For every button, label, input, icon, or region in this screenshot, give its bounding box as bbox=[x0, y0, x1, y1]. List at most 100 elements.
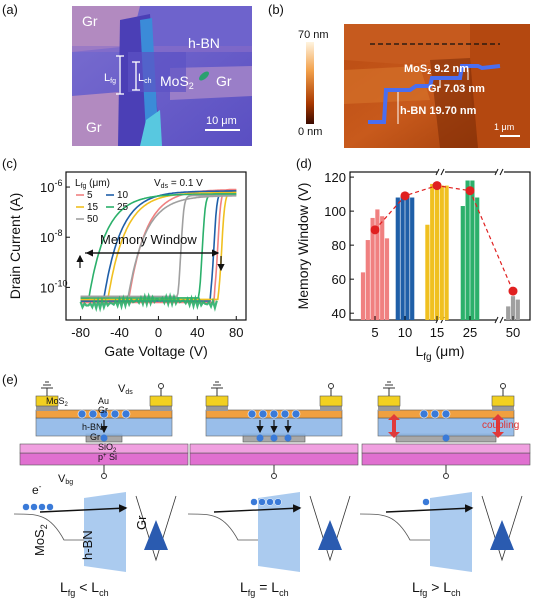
band-electron-icon bbox=[274, 498, 282, 506]
a-gr-top-left: Gr bbox=[82, 13, 98, 29]
vbg-terminal-icon bbox=[101, 473, 107, 479]
hbn-barrier bbox=[430, 492, 472, 572]
device-schematics bbox=[19, 381, 531, 479]
graphene-cone bbox=[135, 495, 177, 562]
d-bar-5-2 bbox=[365, 240, 370, 320]
e-condition-3: Lfg > Lch bbox=[412, 579, 461, 598]
c-x-tick-label: -40 bbox=[110, 325, 129, 340]
p-si-substrate bbox=[189, 452, 359, 466]
d-x-tick-label: 50 bbox=[506, 325, 520, 340]
d-bar-5-5 bbox=[380, 216, 385, 320]
c-legend-label-50: 50 bbox=[87, 214, 99, 225]
panel-e-label: (e) bbox=[2, 372, 18, 387]
mos2-band-edge bbox=[13, 513, 84, 541]
d-bar-5-4 bbox=[375, 209, 380, 320]
memory-window-label: Memory Window bbox=[100, 232, 197, 247]
sio2-layer bbox=[189, 443, 359, 454]
mos2-band-edge bbox=[187, 513, 258, 541]
contact-au-right bbox=[319, 395, 343, 407]
d-bar-50-3 bbox=[515, 299, 520, 320]
c-legend-label-15: 15 bbox=[87, 202, 99, 213]
band-electron-icon bbox=[22, 503, 30, 511]
d-x-axis-label: Lfg (μm) bbox=[415, 343, 464, 363]
e-vbg-label: Vbg bbox=[58, 473, 73, 486]
c-x-tick-label: 40 bbox=[190, 325, 204, 340]
panel-c-label: (c) bbox=[2, 156, 17, 171]
band-electron-icon bbox=[250, 498, 258, 506]
hbn-barrier bbox=[84, 492, 126, 572]
electron-icon bbox=[269, 409, 279, 419]
device-schematic-3 bbox=[361, 381, 531, 479]
trapped-electron-icon bbox=[284, 434, 292, 442]
c-x-tick-label: -80 bbox=[71, 325, 90, 340]
tunneling-arrow bbox=[385, 504, 474, 513]
vds-terminal-icon bbox=[158, 383, 164, 389]
a-lch: Lch bbox=[138, 72, 152, 85]
d-x-tick-label: 5 bbox=[371, 325, 378, 340]
panel-a: (a) Gr h-BN MoS2 Gr Gr bbox=[2, 2, 252, 146]
a-hbn: h-BN bbox=[188, 35, 220, 51]
d-mean-point-50 bbox=[508, 286, 518, 296]
graphene-filled-states bbox=[490, 520, 514, 550]
device-schematic-1 bbox=[19, 381, 189, 479]
trapped-electron-icon bbox=[100, 434, 108, 442]
c-y-tick-label: 10-6 bbox=[40, 178, 62, 195]
d-mean-series bbox=[370, 181, 518, 296]
contact-gr-left bbox=[378, 406, 400, 411]
tunneling-arrow bbox=[39, 504, 128, 513]
trapped-electron-icon bbox=[256, 434, 264, 442]
c-legend-label-5: 5 bbox=[87, 190, 93, 201]
d-bar-5-6 bbox=[384, 238, 390, 320]
d-x-tick-label: 10 bbox=[398, 325, 412, 340]
e-gr2-label: Gr bbox=[90, 432, 100, 442]
afm-colorbar-max: 70 nm bbox=[298, 29, 329, 41]
d-bar-10-2 bbox=[400, 195, 405, 320]
d-bar-15-5 bbox=[444, 185, 449, 320]
panel-b-label: (b) bbox=[268, 2, 284, 17]
a-mos2: MoS2 bbox=[160, 73, 194, 91]
coupling-arrow-icon bbox=[388, 414, 400, 438]
contact-au-right bbox=[149, 395, 173, 407]
coupling-arrow-icon bbox=[492, 414, 504, 438]
afm-colorbar-min: 0 nm bbox=[298, 126, 322, 138]
c-plot-frame bbox=[65, 171, 247, 321]
sio2-layer bbox=[361, 443, 531, 454]
afm-hbn-height: h-BN 19.70 nm bbox=[400, 105, 477, 117]
vds-terminal-icon bbox=[500, 383, 506, 389]
hbn-barrier bbox=[258, 492, 300, 572]
mos2-band-edge bbox=[359, 513, 430, 541]
c-curves bbox=[79, 188, 237, 313]
c-y-ticks: 10-610-810-10 bbox=[40, 178, 70, 295]
p-si-substrate bbox=[361, 452, 531, 466]
graphene-filled-states bbox=[318, 520, 342, 550]
band-diagram-1 bbox=[13, 492, 177, 572]
d-bars bbox=[360, 180, 520, 320]
band-electron-icon bbox=[258, 498, 266, 506]
band-diagram-2 bbox=[187, 492, 351, 572]
device-schematic-2 bbox=[189, 381, 359, 479]
c-legend-title: Lfg (μm) bbox=[75, 178, 110, 190]
electron-icon bbox=[430, 409, 440, 419]
d-bar-15-1 bbox=[425, 224, 430, 320]
d-bar-10-4 bbox=[410, 197, 415, 320]
d-bar-50-2 bbox=[510, 296, 516, 320]
e-hbn-label: h-BN bbox=[82, 422, 103, 432]
c-y-tick-label: 10-8 bbox=[40, 228, 62, 245]
d-y-tick-label: 60 bbox=[332, 272, 346, 287]
afm-mos2-height: MoS2 9.2 nm bbox=[404, 63, 469, 76]
graphene-filled-states bbox=[144, 520, 168, 550]
d-x-tick-label: 15 bbox=[430, 325, 444, 340]
memory-window-annotation: Memory Window bbox=[76, 232, 225, 272]
c-x-tick-label: 80 bbox=[229, 325, 243, 340]
panel-a-label: (a) bbox=[2, 2, 18, 17]
e-condition-1: Lfg < Lch bbox=[60, 579, 109, 598]
trapped-electron-icon bbox=[442, 434, 450, 442]
panel-b: (b) 70 nm 0 nm MoS2 9.2 nm Gr 7.03 nm h-… bbox=[268, 2, 530, 148]
d-bar-5-1 bbox=[360, 272, 366, 320]
band-electron-icon bbox=[30, 503, 38, 511]
